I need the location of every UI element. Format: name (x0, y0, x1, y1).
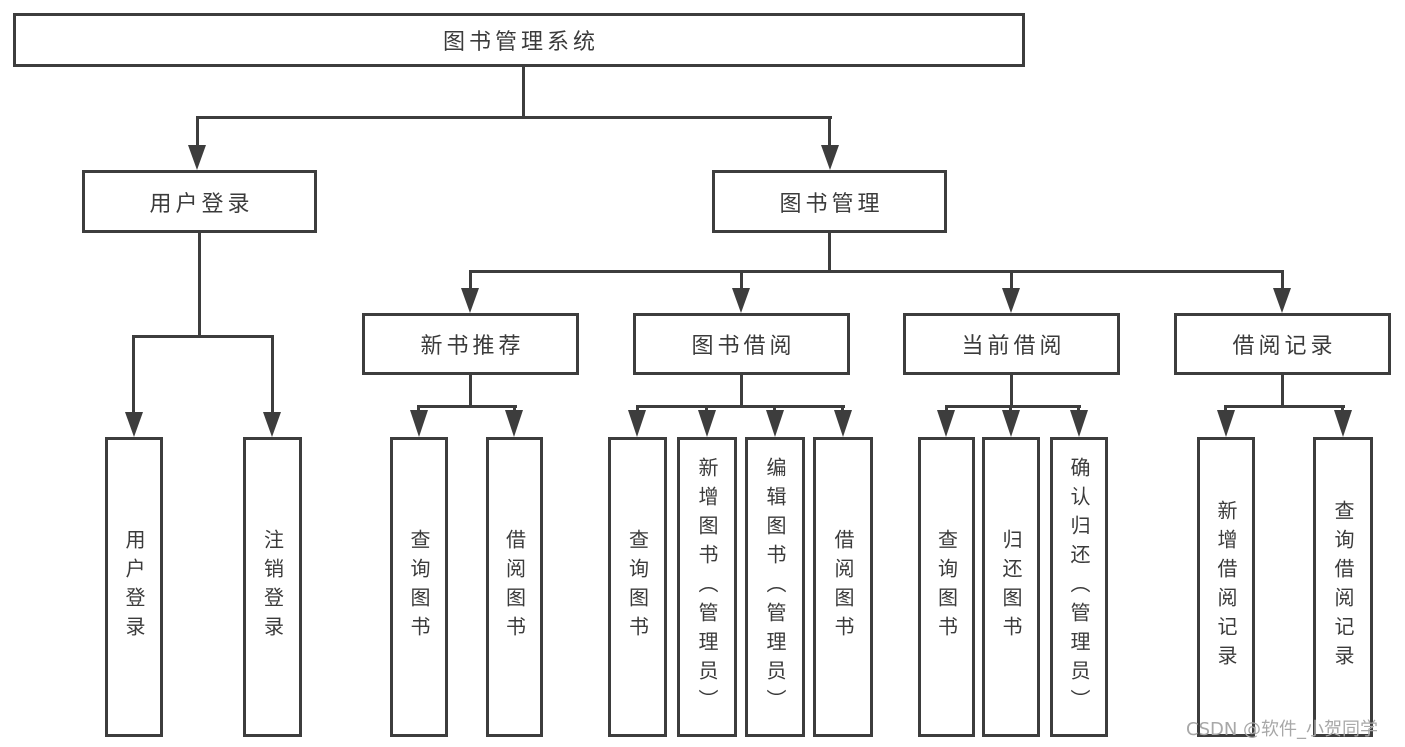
leaf-label: 查询图书 (407, 529, 431, 645)
watermark: CSDN @软件_小贺同学 (1186, 719, 1379, 740)
leaf-user-login: 用户登录 (105, 437, 163, 737)
connector (1009, 406, 1012, 412)
node-user-login: 用户登录 (82, 170, 317, 233)
connector (469, 375, 472, 406)
arrowhead (505, 410, 523, 437)
leaf-add-borrow-record: 新增借阅记录 (1197, 437, 1255, 737)
connector (1224, 406, 1227, 412)
node-new-book-recommendation: 新书推荐 (362, 313, 579, 375)
leaf-label: 新增借阅记录 (1214, 500, 1238, 674)
leaf-label: 查询图书 (934, 529, 959, 645)
node-label: 用户登录 (149, 191, 254, 217)
connector (132, 335, 274, 338)
connector (1281, 375, 1284, 406)
node-book-borrowing: 图书借阅 (633, 313, 850, 375)
connector (196, 119, 199, 145)
connector (522, 67, 525, 118)
node-current-borrowing: 当前借阅 (903, 313, 1120, 375)
connector (198, 233, 201, 336)
connector (271, 338, 274, 412)
arrowhead (821, 145, 839, 170)
connector (1010, 273, 1013, 288)
connector (828, 119, 831, 145)
arrowhead (188, 145, 206, 170)
arrowhead (1217, 410, 1235, 437)
leaf-return-books: 归还图书 (982, 437, 1040, 737)
arrowhead (834, 410, 852, 437)
leaf-label: 借阅图书 (502, 529, 527, 645)
connector (469, 270, 1284, 273)
leaf-logout: 注销登录 (243, 437, 302, 737)
connector (740, 375, 743, 406)
arrowhead (766, 410, 784, 437)
arrowhead (1273, 288, 1291, 313)
connector (417, 405, 517, 408)
connector (1281, 273, 1284, 288)
arrowhead (410, 410, 428, 437)
connector (828, 233, 831, 272)
node-label: 借阅记录 (1232, 334, 1337, 359)
arrowhead (125, 412, 143, 437)
leaf-query-books-recommend: 查询图书 (390, 437, 448, 737)
node-library-management-system: 图书管理系统 (13, 13, 1025, 67)
leaf-label: 注销登录 (260, 529, 285, 645)
arrowhead (937, 410, 955, 437)
connector (132, 338, 135, 412)
arrowhead (732, 288, 750, 313)
leaf-label: 确认归还（管理员） (1067, 456, 1091, 718)
connector (945, 405, 1081, 408)
connector (705, 406, 708, 412)
connector (417, 406, 420, 412)
connector (196, 116, 832, 119)
arrowhead (698, 410, 716, 437)
leaf-label: 查询图书 (625, 529, 650, 645)
arrowhead (1070, 410, 1088, 437)
leaf-borrow-books-recommend: 借阅图书 (486, 437, 543, 737)
connector (841, 406, 844, 412)
leaf-add-books-admin: 新增图书（管理员） (677, 437, 737, 737)
connector (773, 406, 776, 412)
arrowhead (461, 288, 479, 313)
connector (1077, 406, 1080, 412)
node-label: 图书管理系统 (442, 30, 599, 55)
connector (469, 273, 472, 288)
leaf-label: 归还图书 (999, 529, 1023, 645)
node-label: 图书借阅 (691, 334, 796, 359)
arrowhead (263, 412, 281, 437)
leaf-confirm-return-admin: 确认归还（管理员） (1050, 437, 1108, 737)
leaf-query-books-borrowing: 查询图书 (608, 437, 667, 737)
leaf-edit-books-admin: 编辑图书（管理员） (745, 437, 805, 737)
leaf-query-books-current: 查询图书 (918, 437, 975, 737)
leaf-label: 借阅图书 (831, 529, 855, 645)
leaf-label: 用户登录 (122, 529, 146, 645)
leaf-borrow-books: 借阅图书 (813, 437, 873, 737)
node-book-management: 图书管理 (712, 170, 947, 233)
leaf-label: 查询借阅记录 (1331, 500, 1355, 674)
connector (513, 406, 516, 412)
leaf-query-borrow-record: 查询借阅记录 (1313, 437, 1373, 737)
node-borrowing-records: 借阅记录 (1174, 313, 1391, 375)
node-label: 当前借阅 (961, 334, 1066, 359)
leaf-label: 新增图书（管理员） (695, 456, 719, 718)
leaf-label: 编辑图书（管理员） (763, 456, 787, 718)
connector (740, 273, 743, 288)
connector (636, 406, 639, 412)
arrowhead (628, 410, 646, 437)
arrowhead (1002, 410, 1020, 437)
arrowhead (1002, 288, 1020, 313)
connector (636, 405, 845, 408)
node-label: 新书推荐 (420, 334, 525, 359)
arrowhead (1334, 410, 1352, 437)
connector (1341, 406, 1344, 412)
connector (1010, 375, 1013, 406)
connector (1224, 405, 1345, 408)
connector (945, 406, 948, 412)
node-label: 图书管理 (779, 191, 884, 217)
